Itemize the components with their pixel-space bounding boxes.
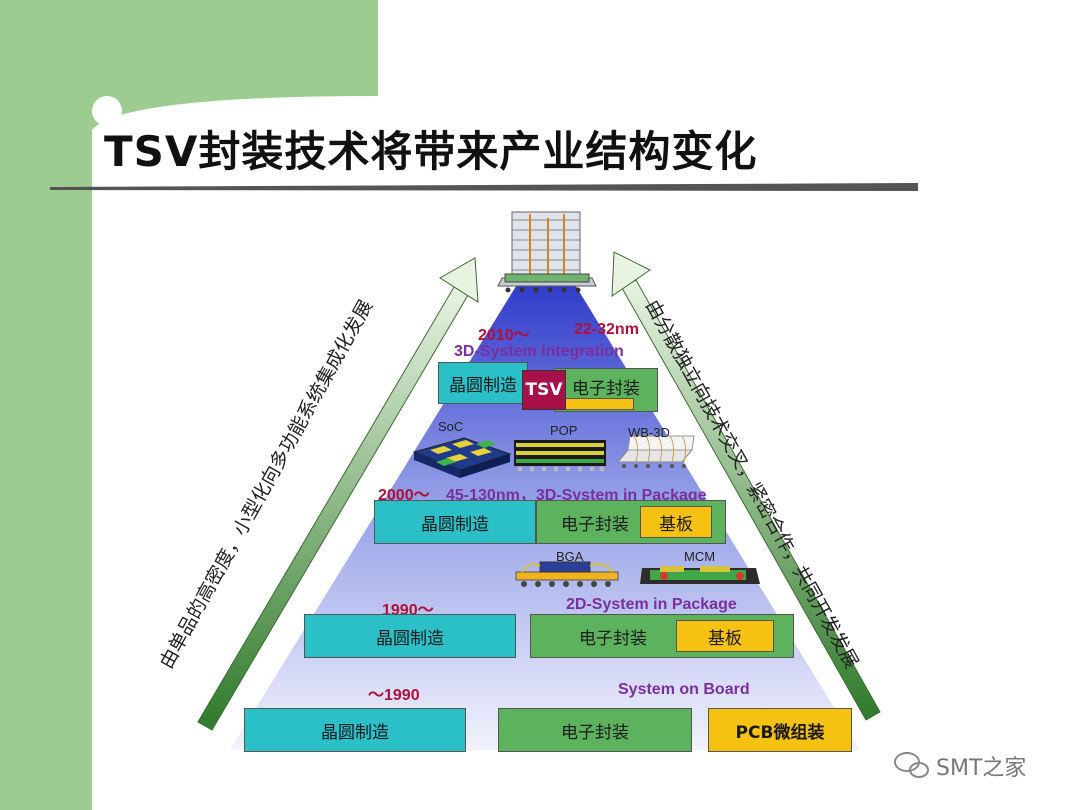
era-2010-label: 3D-System Integration [454,343,624,360]
page-title: TSV封装技术将带来产业结构变化 [104,127,758,176]
watermark: SMT之家 [936,756,1027,781]
soc-icon [412,437,512,478]
left-arrow [197,257,479,731]
title-underline [50,183,918,191]
wb3d-icon [616,435,695,468]
era-1990-label: 2D-System in Package [566,596,737,613]
wb3d-label: WB-3D [628,425,670,440]
era-2000-year: 2000～ [378,487,430,504]
pcb-box-pre1990: PCB微组装 [708,708,852,752]
era-pre1990-label: System on Board [618,681,750,698]
top-band [0,0,378,96]
pop-label: POP [550,423,578,438]
mcm-icon [640,566,760,584]
era-pre1990-year: ～1990 [368,687,420,704]
bga-label: BGA [556,549,584,564]
substrate-strip-2010 [560,398,634,410]
pop-icon [514,440,606,472]
mcm-label: MCM [684,549,716,564]
era-2000-label: 45-130nm，3D-System in Package [446,487,707,504]
left-band [0,0,92,810]
tsv-box: TSV [522,370,566,410]
package-box-pre1990: 电子封装 [498,708,692,752]
wafer-box-2010: 晶圆制造 [438,362,528,404]
wafer-box-1990: 晶圆制造 [304,614,516,658]
right-arrow [611,251,881,721]
substrate-box-2000: 基板 [640,506,712,538]
wafer-box-2000: 晶圆制造 [374,500,536,544]
era-2010-node: 22-32nm [574,321,639,338]
soc-label: SoC [438,419,464,434]
3d-stack-image [497,211,597,293]
wafer-box-pre1990: 晶圆制造 [244,708,466,752]
era-2010-year: 2010～ [478,327,530,344]
substrate-box-1990: 基板 [676,620,774,652]
bga-icon [515,561,619,587]
wechat-icon [894,752,929,778]
